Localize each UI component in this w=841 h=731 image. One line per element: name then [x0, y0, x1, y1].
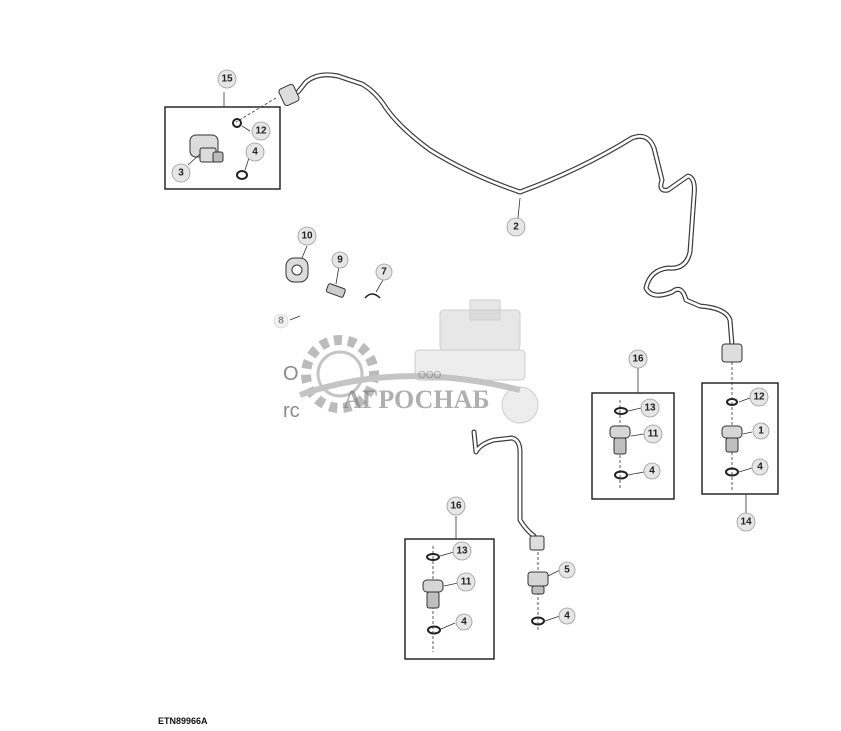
plug-11-bottom	[422, 579, 444, 609]
svg-text:4: 4	[461, 617, 467, 628]
svg-text:10: 10	[301, 231, 313, 242]
svg-text:4: 4	[757, 462, 763, 473]
assembly-16-right-frame	[591, 392, 675, 500]
fitting-5	[527, 571, 549, 595]
lower-pipe-nut	[529, 535, 545, 551]
callout-10: 10	[297, 226, 317, 246]
callout-11-right: 11	[643, 424, 663, 444]
svg-text:5: 5	[564, 565, 570, 576]
callout-4-top: 4	[245, 142, 265, 162]
assembly-15: 15 12 3 4	[164, 69, 281, 190]
svg-text:3: 3	[178, 168, 184, 179]
seal-4-fitting-5	[531, 616, 545, 626]
clamp-10	[285, 257, 309, 283]
bolt-9	[325, 283, 346, 298]
watermark	[299, 299, 539, 424]
assembly-16-bottom: 16 13 11 4	[404, 496, 495, 660]
callout-16-right: 16	[628, 349, 648, 369]
svg-text:14: 14	[740, 517, 752, 528]
svg-text:11: 11	[648, 429, 659, 440]
callout-13-right: 13	[640, 398, 660, 418]
figure-code: ETN89966A	[158, 716, 208, 726]
svg-text:12: 12	[753, 392, 765, 403]
fitting-5-group: 5 4	[527, 552, 576, 630]
callout-7: 7	[375, 263, 393, 281]
watermark-brand: АГРОСНАБ	[343, 385, 490, 414]
watermark-prefix: ООО	[418, 370, 442, 381]
elbow-fitting-3	[189, 134, 224, 163]
svg-text:16: 16	[632, 354, 644, 365]
callout-4-bottom: 4	[455, 613, 473, 631]
o-ring-12-right	[726, 398, 738, 406]
lower-pipe	[471, 429, 545, 551]
callout-9: 9	[331, 251, 349, 269]
seal-13-bottom	[426, 553, 440, 561]
watermark-fragment-o: О	[283, 363, 299, 385]
svg-text:7: 7	[381, 267, 387, 278]
assembly-15-frame	[164, 106, 281, 190]
svg-text:4: 4	[649, 466, 655, 477]
seal-4-bottom	[427, 625, 441, 635]
callout-14: 14	[736, 512, 756, 532]
svg-text:2: 2	[513, 222, 519, 233]
pipe-nut-right	[721, 343, 743, 363]
svg-text:1: 1	[758, 426, 764, 437]
svg-text:8: 8	[278, 316, 284, 327]
o-ring-12-top	[232, 118, 242, 128]
clip-7	[364, 293, 381, 299]
callout-11-bottom: 11	[456, 572, 476, 592]
svg-text:13: 13	[456, 546, 468, 557]
assembly-14-frame	[701, 382, 779, 495]
svg-text:15: 15	[221, 74, 233, 85]
svg-text:4: 4	[252, 147, 258, 158]
assembly-16-bottom-frame	[404, 538, 495, 660]
callout-5: 5	[558, 561, 576, 579]
watermark-gear-icon	[301, 335, 379, 413]
callout-15: 15	[217, 69, 237, 89]
callout-2: 2	[506, 197, 526, 237]
seal-13-right	[614, 407, 628, 415]
callout-1: 1	[752, 422, 770, 440]
callout-16-bottom: 16	[446, 496, 466, 516]
assembly-16-right: 16 13 11 4	[591, 349, 675, 500]
watermark-fragment-rc: rc	[283, 400, 300, 422]
svg-text:4: 4	[564, 611, 570, 622]
svg-text:13: 13	[644, 403, 656, 414]
fitting-1	[721, 425, 743, 453]
watermark-combine-icon	[414, 299, 539, 424]
seal-4-right-mid	[614, 470, 628, 480]
callout-8: 8	[273, 313, 289, 329]
callout-13-bottom: 13	[452, 541, 472, 561]
svg-text:16: 16	[450, 501, 462, 512]
callout-4-right-mid: 4	[643, 462, 661, 480]
seal-ring-4-top	[236, 170, 248, 180]
svg-text:11: 11	[461, 577, 472, 588]
assembly-14: 12 1 4 14	[701, 362, 779, 532]
svg-text:12: 12	[255, 126, 267, 137]
callout-3: 3	[171, 163, 191, 183]
svg-text:9: 9	[337, 255, 343, 266]
callout-4-fitting-5: 4	[558, 607, 576, 625]
callout-12-right: 12	[749, 387, 769, 407]
pipe-nut-top	[278, 83, 300, 107]
callout-12-top: 12	[251, 121, 271, 141]
plug-11-right	[609, 425, 631, 455]
clamp-parts: 10 9 7 8	[273, 226, 393, 329]
callout-4-far-right: 4	[751, 458, 769, 476]
seal-4-far-right	[725, 467, 739, 477]
